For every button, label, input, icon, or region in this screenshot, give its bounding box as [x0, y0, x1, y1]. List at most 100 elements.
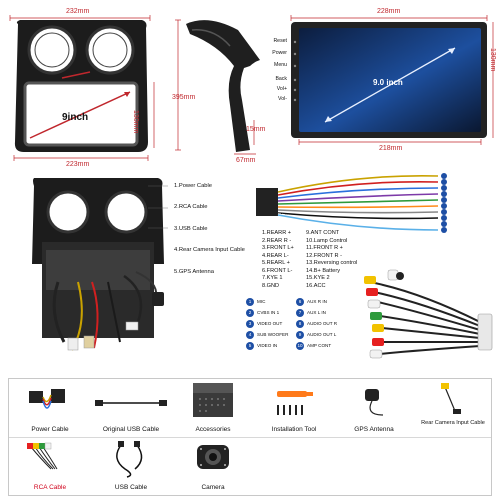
head-unit-bottom-dimension: 218mm — [379, 145, 403, 152]
accessory-original-usb: Original USB Cable — [91, 381, 171, 435]
power-harness-icon — [29, 389, 65, 409]
side-bracket-image — [175, 19, 260, 155]
pin-7: 7.KYE 1 — [262, 275, 283, 281]
pin-16: 16.ACC — [306, 282, 326, 289]
pin-4: 4.REAR L- — [262, 252, 289, 259]
pin-15: 15.KYE 2 — [306, 275, 330, 281]
pin-3: 3.FRONT L+ — [262, 245, 294, 251]
usb-cable-icon — [95, 400, 167, 406]
accessory-label: Power Cable — [31, 426, 69, 433]
pin-12: 12.FRONT R - — [306, 252, 342, 259]
legend-usb-cable: 3.USB Cable — [174, 225, 208, 232]
accessory-installation-tool: Installation Tool — [255, 381, 333, 435]
rca-label: VIDEO IN — [257, 343, 278, 348]
bracket-height-dimension: 395mm — [172, 94, 196, 101]
number-badge: 2 — [246, 308, 254, 317]
head-unit-height-dimension: 130mm — [489, 48, 496, 72]
power-harness-panel — [248, 168, 500, 238]
head-unit-panel: 228mm 130mm 218mm 9.0 inch Reset Power M… — [255, 0, 500, 170]
head-unit-image — [290, 15, 494, 145]
accessory-rca-cable: RCA Cable — [11, 439, 89, 493]
number-badge: 9 — [296, 330, 304, 339]
pin-9: 9.ANT CONT — [306, 230, 340, 236]
accessory-box: Accessories — [173, 381, 253, 435]
number-badge: 5 — [246, 341, 254, 350]
bracket-panel: 395mm 15mm 67mm — [168, 0, 278, 170]
legend-rear-camera-cable: 4.Rear Camera Input Cable — [174, 247, 245, 254]
legend-power-cable: 1.Power Cable — [174, 183, 213, 189]
pin-8: 8.GND — [262, 282, 280, 289]
pry-tool-icon — [277, 391, 313, 415]
pin-2: 2.REAR R - — [262, 237, 292, 244]
accessory-label: Original USB Cable — [102, 426, 160, 433]
pinout-left-column: 1.REARR + 2.REAR R - 3.FRONT L+ 4.REAR L… — [262, 230, 330, 290]
rca-label: AMP CONT — [307, 343, 332, 348]
number-badge: 4 — [246, 330, 254, 339]
menu-button-label: Menu — [274, 62, 287, 68]
bracket-bottom-dimension: 67mm — [236, 157, 256, 164]
reset-button-label: Reset — [273, 38, 287, 44]
legend-gps-antenna: 5.GPS Antenna — [174, 268, 214, 275]
head-unit-width-dimension: 228mm — [377, 8, 401, 15]
camera-cable-icon — [441, 383, 461, 414]
accessory-rear-camera-cable: Rear Camera Input Cable — [415, 381, 491, 435]
pin-13: 13.Reversing control — [306, 260, 358, 266]
cable-legend: 1.Power Cable 2.RCA Cable 3.USB Cable 4.… — [174, 182, 254, 277]
accessory-gps-antenna: GPS Antenna — [335, 381, 413, 435]
accessories-grid: Power Cable Original USB Cable Accessori… — [8, 378, 492, 496]
rca-harness-panel — [360, 262, 500, 372]
pin-10: 10.Lamp Control — [306, 237, 348, 244]
number-badge: 3 — [246, 319, 254, 328]
vol-up-button-label: Vol+ — [276, 86, 287, 92]
rca-label: MIC — [257, 299, 266, 304]
accessory-label: GPS Antenna — [354, 426, 394, 433]
rca-harness-image — [364, 269, 493, 359]
vol-down-button-label: Vol- — [278, 96, 287, 102]
frame-top-dimension: 232mm — [66, 8, 90, 15]
pin-1: 1.REARR + — [262, 230, 292, 236]
rca-label: SUB WOOFER — [257, 332, 289, 337]
accessory-label: Camera — [201, 484, 225, 491]
pin-11: 11.FRONT R + — [306, 245, 343, 251]
frame-screen-size: 9inch — [62, 112, 89, 123]
accessory-power-cable: Power Cable — [11, 381, 89, 435]
number-badge: 8 — [296, 319, 304, 328]
usb-cable-icon — [116, 441, 143, 478]
rca-label: VIDEO OUT — [257, 321, 283, 326]
frame-panel: 232mm 130mm 223mm 9inch — [0, 0, 165, 170]
number-badge: 6 — [296, 297, 304, 306]
rca-label: AUDIO OUT L — [307, 332, 337, 337]
rca-cable-icon — [27, 442, 58, 470]
rca-label: AUDIO OUT R — [307, 321, 338, 326]
pinout-right-column: 9.ANT CONT 10.Lamp Control 11.FRONT R + … — [306, 230, 386, 290]
camera-icon — [197, 445, 229, 469]
frame-bottom-dimension: 223mm — [66, 161, 90, 168]
accessory-label: RCA Cable — [33, 484, 67, 491]
accessory-camera: Camera — [173, 439, 253, 493]
dash-frame-image — [9, 15, 155, 161]
rca-label: CVBS IN 1 — [257, 310, 280, 315]
power-button-label: Power — [272, 50, 287, 56]
pin-14: 14.B+ Battery — [306, 267, 341, 274]
installed-unit-image — [32, 178, 168, 351]
grid-divider — [9, 437, 491, 438]
pin-6: 6.FRONT L- — [262, 267, 293, 274]
accessory-label: Installation Tool — [271, 426, 317, 433]
number-badge: 1 — [246, 297, 254, 306]
rca-label: AUX L IN — [307, 310, 326, 315]
installed-unit-panel — [28, 172, 168, 352]
power-harness-image — [256, 173, 447, 233]
bracket-depth-dimension: 15mm — [246, 126, 266, 133]
